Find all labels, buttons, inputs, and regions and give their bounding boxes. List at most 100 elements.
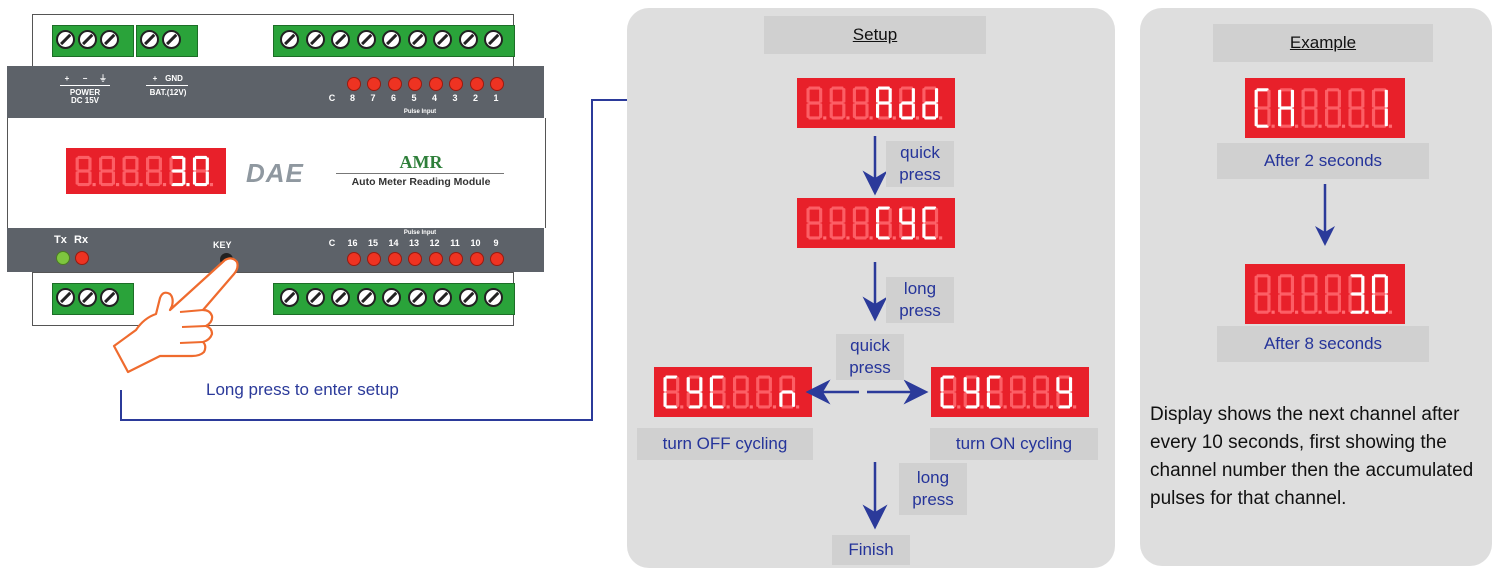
display-segment bbox=[124, 169, 137, 173]
display-segment bbox=[999, 392, 1003, 407]
display-segment bbox=[911, 103, 915, 118]
display-segment bbox=[734, 405, 747, 409]
display-segment bbox=[1290, 294, 1295, 313]
display-segment bbox=[877, 86, 890, 90]
display-segment bbox=[1254, 108, 1258, 127]
display-segment bbox=[781, 405, 794, 409]
display-decimal-point bbox=[1049, 405, 1054, 409]
display-segment bbox=[1056, 377, 1060, 392]
terminal-screw-icon bbox=[56, 30, 75, 49]
display-segment bbox=[831, 101, 844, 105]
display-cyc-n bbox=[654, 367, 812, 417]
display-segment bbox=[1279, 88, 1293, 92]
rx-led bbox=[75, 251, 89, 265]
display-decimal-point bbox=[209, 182, 214, 187]
display-segment bbox=[1301, 89, 1305, 108]
display-segment bbox=[711, 390, 724, 394]
display-segment bbox=[965, 405, 978, 409]
top-pulse-input-label: Pulse Input bbox=[403, 109, 437, 115]
dae-logo: DAE bbox=[246, 158, 304, 188]
display-decimal-point bbox=[1388, 124, 1393, 128]
display-decimal-point bbox=[823, 236, 827, 240]
display-segment bbox=[1373, 274, 1386, 278]
display-decimal-point bbox=[823, 116, 827, 120]
display-segment bbox=[122, 171, 126, 185]
terminal-screw-icon bbox=[356, 288, 376, 307]
display-segment bbox=[1035, 405, 1048, 409]
display-segment bbox=[829, 103, 833, 118]
display-segment bbox=[1314, 275, 1318, 294]
display-segment bbox=[791, 392, 796, 407]
display-segment bbox=[876, 223, 880, 238]
setup-arrows bbox=[805, 136, 929, 530]
display-segment bbox=[877, 101, 890, 105]
example-header: Example bbox=[1213, 24, 1433, 62]
display-segment bbox=[171, 155, 184, 160]
quick-press2-line1: quick bbox=[850, 336, 890, 355]
display-decimal-point bbox=[749, 405, 753, 409]
tx-led bbox=[56, 251, 70, 265]
device-display bbox=[66, 148, 226, 194]
display-decimal-point bbox=[186, 182, 190, 187]
pulse-led bbox=[367, 252, 381, 266]
display-segment bbox=[733, 377, 737, 392]
display-segment bbox=[899, 103, 903, 118]
display-segment bbox=[1279, 292, 1293, 296]
long-press-label-1: long press bbox=[886, 277, 954, 323]
quick-press2-line2: press bbox=[849, 358, 891, 377]
display-segment bbox=[77, 155, 90, 160]
display-segment bbox=[942, 390, 955, 394]
display-segment bbox=[194, 182, 207, 187]
display-decimal-point bbox=[869, 116, 873, 120]
pulse-led bbox=[469, 77, 484, 91]
display-segment bbox=[1348, 294, 1352, 313]
display-segment bbox=[1326, 274, 1340, 278]
quick-press-line2: press bbox=[899, 165, 941, 184]
display-segment bbox=[963, 392, 967, 407]
display-segment bbox=[922, 208, 926, 223]
display-add bbox=[797, 78, 955, 128]
display-segment bbox=[922, 88, 926, 103]
display-decimal-point bbox=[892, 236, 896, 240]
display-segment bbox=[1303, 124, 1316, 128]
display-segment bbox=[1278, 294, 1282, 313]
display-segment bbox=[808, 221, 821, 225]
power-plus-label: + bbox=[64, 74, 70, 83]
display-segment bbox=[808, 116, 821, 120]
display-segment bbox=[1033, 377, 1037, 392]
display-segment bbox=[1348, 108, 1352, 127]
terminal-screw-icon bbox=[382, 30, 401, 49]
display-segment bbox=[779, 377, 783, 392]
pulse-led bbox=[408, 77, 422, 91]
display-segment bbox=[1010, 392, 1014, 407]
display-segment bbox=[1035, 390, 1048, 394]
display-segment bbox=[808, 86, 821, 90]
display-decimal-point bbox=[1271, 124, 1275, 128]
display-segment bbox=[1058, 405, 1071, 409]
display-decimal-point bbox=[796, 405, 800, 409]
display-segment bbox=[111, 157, 116, 171]
display-segment bbox=[1337, 275, 1341, 294]
display-segment bbox=[1314, 89, 1318, 108]
display-segment bbox=[1326, 310, 1340, 314]
display-segment bbox=[758, 390, 771, 394]
pulse-led bbox=[387, 77, 402, 91]
amr-title: AMR bbox=[399, 152, 443, 172]
terminal-screw-icon bbox=[305, 288, 325, 307]
display-segment bbox=[842, 223, 846, 238]
display-segment bbox=[1373, 292, 1386, 296]
display-segment bbox=[75, 157, 79, 171]
display-segment bbox=[709, 377, 713, 392]
display-decimal-point bbox=[846, 236, 850, 240]
display-segment bbox=[1350, 274, 1363, 278]
display-segment bbox=[169, 171, 173, 185]
top-channel-label: 7 bbox=[370, 93, 376, 103]
display-segment bbox=[1290, 108, 1295, 127]
display-segment bbox=[1373, 124, 1386, 128]
display-segment bbox=[1371, 294, 1376, 313]
display-segment bbox=[1373, 310, 1386, 314]
quick-press-label-2: quick press bbox=[836, 334, 904, 380]
display-segment bbox=[854, 236, 867, 240]
terminal-screw-icon bbox=[458, 30, 478, 49]
